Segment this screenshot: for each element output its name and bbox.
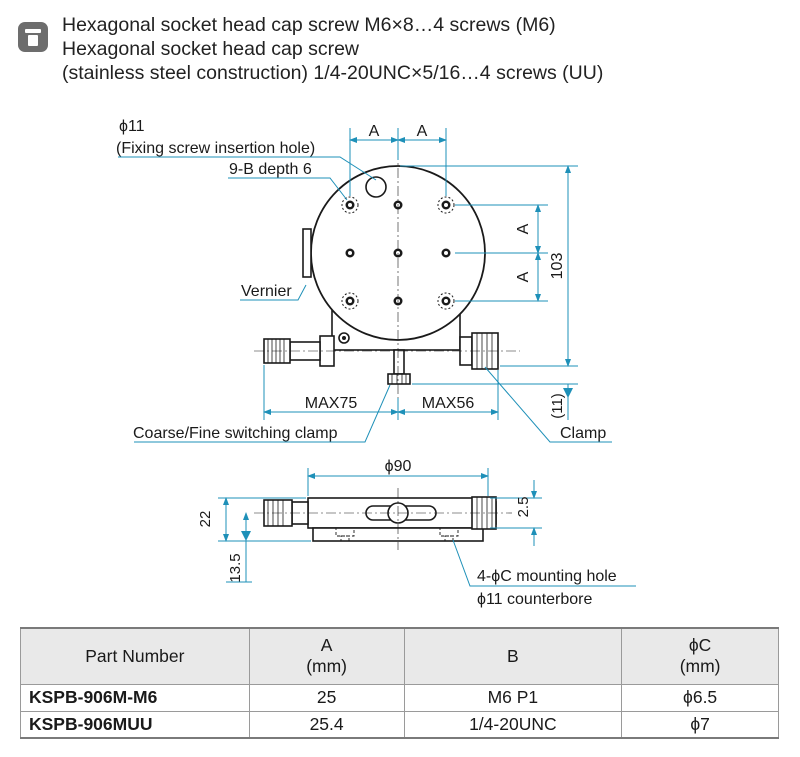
vernier-label: Vernier	[241, 283, 292, 300]
dim-11-label: (11)	[549, 393, 566, 419]
max56-label: MAX56	[422, 395, 475, 412]
dim-22-label: 22	[197, 511, 214, 528]
note-line-1: Hexagonal socket head cap screw M6×8…4 s…	[62, 14, 556, 36]
stage-drawing: ϕ11 (Fixing screw insertion hole) 9-B de…	[116, 118, 636, 608]
dim-2-5-label: 2.5	[515, 497, 532, 518]
max75-label: MAX75	[305, 395, 358, 412]
cell-c: ϕ6.5	[621, 683, 779, 712]
dim-13-5-label: 13.5	[227, 553, 244, 582]
dim-a-top-left: A	[369, 123, 380, 140]
fixing-hole-label: (Fixing screw insertion hole)	[116, 140, 315, 157]
side-dimensions	[218, 468, 636, 587]
phi90-label: ϕ90	[385, 458, 412, 475]
vernier-scale	[302, 228, 312, 278]
fixing-phi-label: ϕ11	[119, 118, 145, 135]
fixing-screw-hole	[365, 176, 387, 198]
coarse-fine-label: Coarse/Fine switching clamp	[133, 425, 338, 442]
table-header-row: Part Number A(mm) B ϕC(mm)	[20, 627, 779, 685]
cell-a: 25	[248, 683, 405, 712]
cell-b: M6 P1	[403, 683, 623, 712]
note-icon	[18, 22, 48, 52]
spec-table: Part Number A(mm) B ϕC(mm) KSPB-906M-M6 …	[20, 627, 779, 739]
cell-part: KSPB-906MUU	[20, 710, 250, 739]
side-view	[263, 496, 497, 542]
dim-a-top-right: A	[417, 123, 428, 140]
header-b: B	[403, 627, 623, 685]
screw-notes: Hexagonal socket head cap screw M6×8…4 s…	[62, 13, 603, 85]
cell-part: KSPB-906M-M6	[20, 683, 250, 712]
tapped-holes-label: 9-B depth 6	[229, 161, 312, 178]
counterbore-label: ϕ11 counterbore	[477, 591, 593, 608]
note-line-3: (stainless steel construction) 1/4-20UNC…	[62, 62, 604, 84]
header-part-number: Part Number	[20, 627, 250, 685]
dim-103-label: 103	[549, 253, 566, 280]
cell-a: 25.4	[248, 710, 405, 739]
coarse-fine-clamp	[387, 349, 411, 385]
top-dimensions	[118, 128, 612, 443]
header-c: ϕC(mm)	[621, 627, 779, 685]
table-row: KSPB-906MUU 25.4 1/4-20UNC ϕ7	[20, 710, 779, 739]
dim-a-right-upper: A	[515, 223, 532, 234]
table-row: KSPB-906M-M6 25 M6 P1 ϕ6.5	[20, 683, 779, 712]
note-line-2: Hexagonal socket head cap screw	[62, 38, 360, 60]
right-clamp-knob	[459, 332, 499, 370]
clamp-label: Clamp	[560, 425, 606, 442]
cell-c: ϕ7	[621, 710, 779, 739]
header-a: A(mm)	[248, 627, 405, 685]
cell-b: 1/4-20UNC	[403, 710, 623, 739]
dim-a-right-lower: A	[515, 271, 532, 282]
mounting-hole-label: 4-ϕC mounting hole	[477, 568, 617, 585]
